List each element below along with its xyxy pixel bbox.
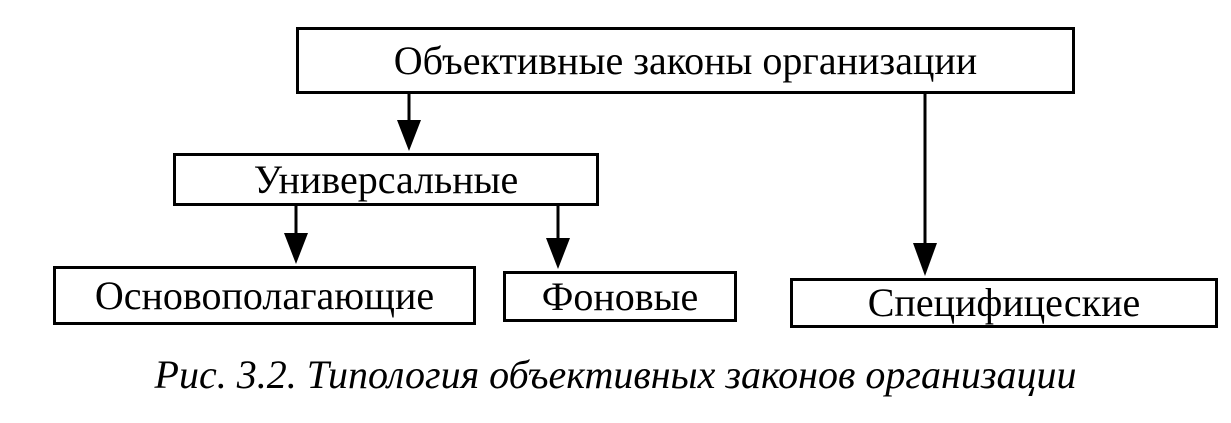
node-background-label: Фоновые xyxy=(541,273,699,319)
node-universal-label: Универсальные xyxy=(253,156,519,202)
arrowhead-universal xyxy=(397,120,421,151)
figure-caption: Рис. 3.2. Типология объективных законов … xyxy=(154,352,1077,397)
node-background: Фоновые xyxy=(503,271,737,322)
node-specific-label: Специфицеские xyxy=(867,280,1141,325)
node-fundamental: Основополагающие xyxy=(53,266,476,325)
arrowhead-specific xyxy=(913,243,937,276)
node-objective-laws-label: Объективные законы организации xyxy=(393,37,978,83)
arrowhead-fundamental xyxy=(284,233,308,264)
node-fundamental-label: Основополагающие xyxy=(94,272,435,318)
arrowhead-background xyxy=(546,238,570,269)
node-specific: Специфицеские xyxy=(790,278,1218,328)
node-universal: Универсальные xyxy=(173,153,599,206)
node-objective-laws: Объективные законы организации xyxy=(296,27,1075,94)
